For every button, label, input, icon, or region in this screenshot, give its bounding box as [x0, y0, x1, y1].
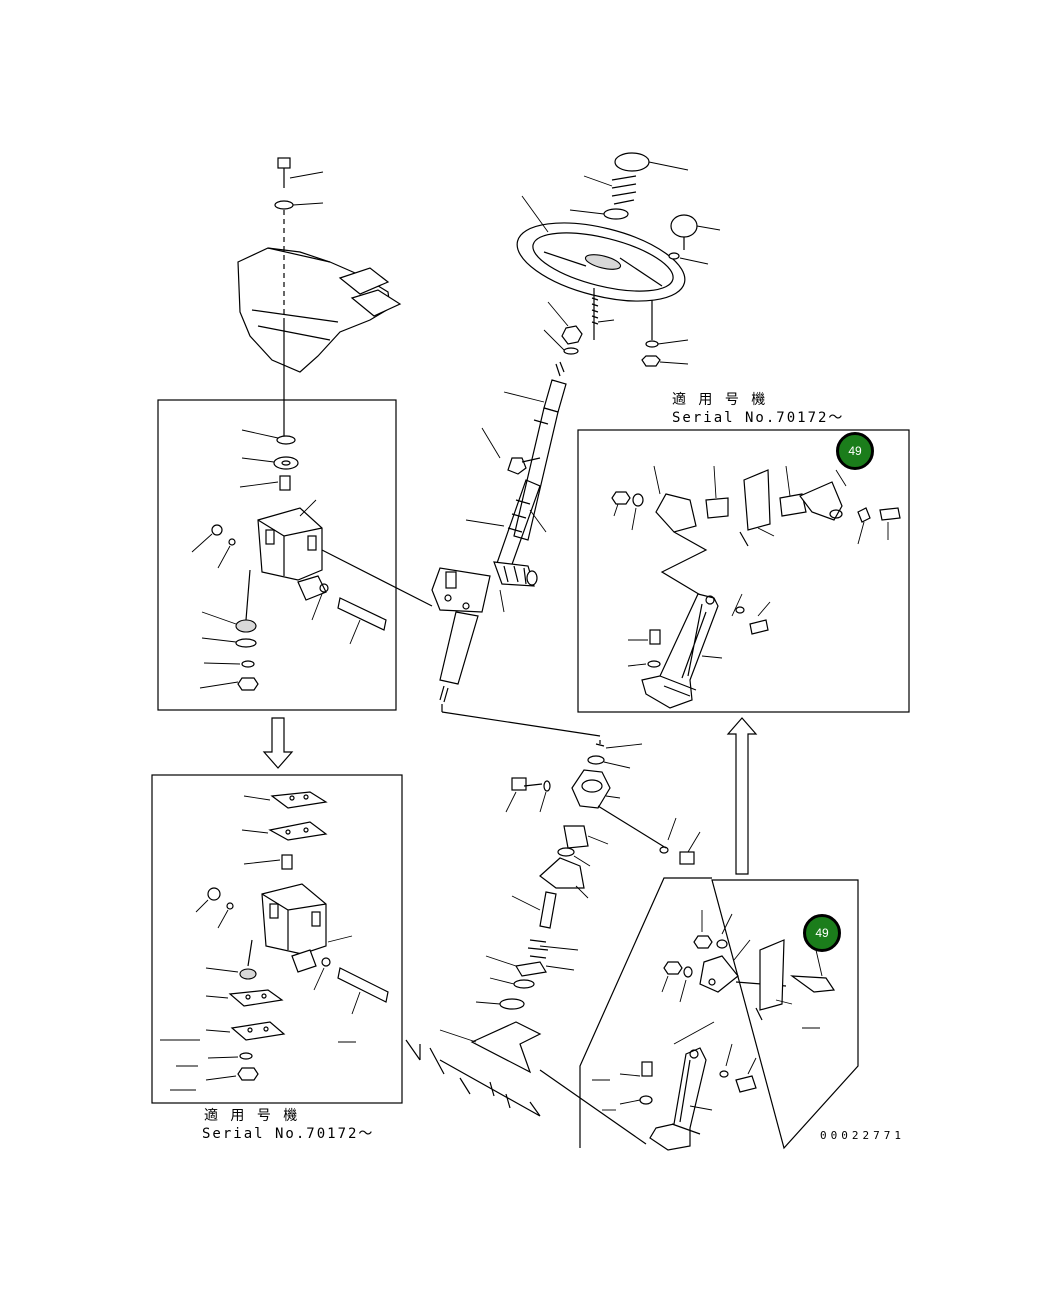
- detail-box-upper-left: [157, 399, 397, 711]
- steering-wheel-assembly: [516, 152, 721, 367]
- serial-number-bottom-left: Serial No.70172～: [202, 1126, 375, 1142]
- callout-marker-lower[interactable]: 49: [803, 914, 841, 952]
- serial-number-top-right: Serial No.70172～: [672, 410, 845, 426]
- up-arrow-icon: [726, 717, 758, 875]
- detail-box-lower-left: [151, 774, 403, 1104]
- floor-plate-assembly: [237, 157, 402, 440]
- down-arrow-icon: [262, 717, 294, 769]
- callout-marker-upper[interactable]: 49: [836, 432, 874, 470]
- drawing-number: 00022771: [820, 1129, 905, 1142]
- steering-column-assembly: [431, 361, 601, 737]
- mount-assembly-upper-right: [611, 465, 901, 709]
- lower-shaft-assembly: [405, 740, 701, 1117]
- mount-assembly-lower-right: [539, 910, 836, 1151]
- applicability-label-bottom-left: 適 用 号 機: [204, 1108, 300, 1124]
- detail-box-upper-right: [577, 429, 910, 713]
- bracket-assembly-lower: [160, 791, 389, 1091]
- bracket-assembly-upper: [191, 429, 433, 691]
- detail-box-lower-right: [579, 877, 859, 1150]
- applicability-label-top-right: 適 用 号 機: [672, 392, 768, 408]
